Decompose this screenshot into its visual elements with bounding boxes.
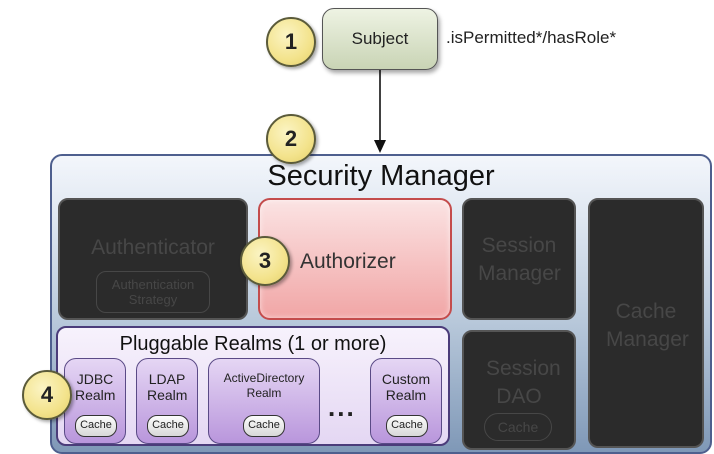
authenticator-box — [58, 198, 248, 320]
session-dao-cache: Cache — [484, 413, 552, 441]
jdbc-realm-label: JDBC Realm — [75, 371, 116, 403]
authenticator-label: Authenticator — [91, 236, 215, 259]
activedirectory-realm-cache: Cache — [243, 415, 285, 437]
ldap-realm-label: LDAP Realm — [147, 371, 188, 403]
step-3-number: 3 — [258, 248, 272, 273]
more-realms-ellipsis: ... — [328, 392, 356, 422]
session-dao-label: Session DAO — [486, 357, 561, 408]
security-manager-title: Security Manager — [267, 160, 495, 192]
ldap-realm-cache: Cache — [147, 415, 189, 437]
session-dao-box — [462, 330, 576, 450]
step-4-marker: 4 — [22, 370, 72, 420]
session-manager-box — [462, 198, 576, 320]
step-2-number: 2 — [284, 126, 298, 151]
custom-realm-cache: Cache — [386, 415, 428, 437]
subject-label: Subject — [351, 29, 409, 48]
authentication-strategy-box: Authentication Strategy — [96, 271, 210, 313]
activedirectory-realm-label: ActiveDirectory Realm — [223, 371, 305, 400]
subject-methods-label: .isPermitted*/hasRole* — [446, 28, 617, 47]
authorizer-label: Authorizer — [300, 250, 396, 273]
pluggable-realms-title: Pluggable Realms (1 or more) — [119, 333, 387, 355]
activedirectory-realm-box: ActiveDirectory Realm Cache — [208, 358, 320, 444]
custom-realm-label: Custom Realm — [381, 371, 431, 403]
step-2-marker: 2 — [266, 114, 316, 164]
subject-box: Subject — [322, 8, 438, 70]
custom-realm-box: Custom Realm Cache — [370, 358, 442, 444]
cache-manager-label: Cache Manager — [606, 300, 689, 351]
authentication-strategy-label: Authentication Strategy — [111, 277, 195, 307]
step-1-marker: 1 — [266, 17, 316, 67]
jdbc-realm-box: JDBC Realm Cache — [64, 358, 126, 444]
ldap-realm-box: LDAP Realm Cache — [136, 358, 198, 444]
step-1-number: 1 — [284, 29, 298, 54]
step-3-marker: 3 — [240, 236, 290, 286]
subject-to-security-manager-arrow — [374, 70, 386, 153]
step-4-number: 4 — [40, 382, 54, 407]
session-manager-label: Session Manager — [478, 234, 561, 285]
cache-manager-box — [588, 198, 704, 448]
authorizer-box — [258, 198, 452, 320]
jdbc-realm-cache: Cache — [75, 415, 117, 437]
